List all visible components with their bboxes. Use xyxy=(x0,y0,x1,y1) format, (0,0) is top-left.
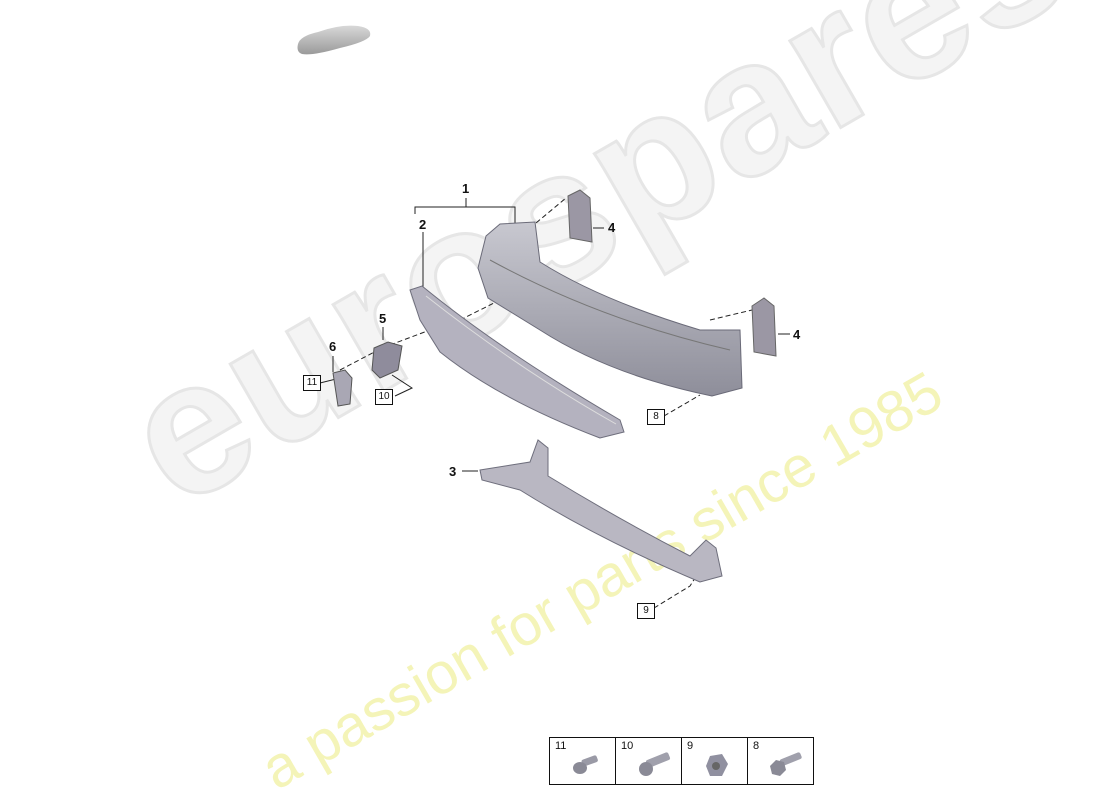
lower-crossmember-part xyxy=(479,439,723,583)
torx-screw-icon xyxy=(573,755,598,774)
bracket-right-part xyxy=(371,341,403,379)
legend-cell-9: 9 xyxy=(682,738,748,784)
ref-box-11: 11 xyxy=(303,375,321,391)
legend-cell-11: 11 xyxy=(550,738,616,784)
callout-4-left: 4 xyxy=(608,220,616,235)
vehicle-icon xyxy=(297,25,371,55)
legend-number: 9 xyxy=(687,740,694,752)
ref-box-10: 10 xyxy=(375,389,393,405)
callout-lines xyxy=(319,197,790,609)
callout-4-right: 4 xyxy=(793,327,801,342)
callout-5: 5 xyxy=(379,311,387,326)
legend-number: 8 xyxy=(753,740,760,752)
legend-number: 10 xyxy=(621,740,634,752)
ref-box-8: 8 xyxy=(647,409,665,425)
cover-plate-right xyxy=(751,297,777,357)
carrier-ridge xyxy=(489,259,731,351)
legend-cell-10: 10 xyxy=(616,738,682,784)
bracket-left-part xyxy=(332,369,353,407)
fastener-legend: 11 10 9 8 xyxy=(549,737,814,785)
impact-absorber-part xyxy=(409,285,625,439)
bumper-carrier-part xyxy=(477,221,743,397)
callout-1: 1 xyxy=(462,181,470,196)
cover-plate-left xyxy=(567,189,593,243)
legend-cell-8: 8 xyxy=(748,738,813,784)
absorber-edge xyxy=(425,295,617,425)
callout-3: 3 xyxy=(449,464,457,479)
flange-nut-icon xyxy=(706,754,728,776)
ref-box-9: 9 xyxy=(637,603,655,619)
callout-6: 6 xyxy=(329,339,337,354)
callout-2: 2 xyxy=(419,217,427,232)
legend-number: 11 xyxy=(555,740,567,752)
socket-bolt-icon xyxy=(639,752,671,776)
hex-bolt-icon xyxy=(770,752,802,776)
